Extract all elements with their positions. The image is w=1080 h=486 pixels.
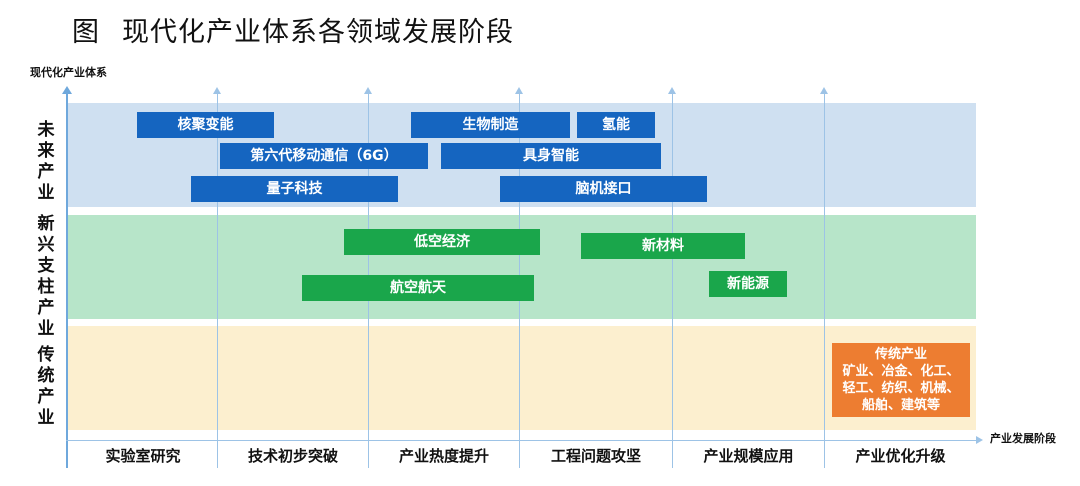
x-axis-label: 产业发展阶段: [990, 432, 1056, 445]
figure-title: 图现代化产业体系各领域发展阶段: [72, 10, 514, 49]
item-nuclear-fusion: 核聚变能: [137, 112, 274, 138]
traditional-box-line3: 船舶、建筑等: [861, 398, 940, 413]
item-bio-manufacturing: 生物制造: [411, 112, 570, 138]
item-hydrogen: 氢能: [577, 112, 655, 138]
item-aerospace: 航空航天: [302, 275, 534, 301]
stage-label-5: 产业规模应用: [703, 447, 794, 465]
stage-divider-4: [668, 87, 676, 468]
traditional-industry-box: 传统产业 矿业、冶金、化工、 轻工、纺织、机械、 船舶、建筑等: [832, 343, 970, 417]
stage-label-4: 工程问题攻坚: [550, 447, 641, 465]
item-bci: 脑机接口: [500, 176, 707, 202]
item-embodied-ai: 具身智能: [441, 143, 661, 169]
item-low-altitude: 低空经济: [344, 229, 540, 255]
figure-prefix: 图: [72, 17, 100, 48]
stage-divider-5: [820, 87, 828, 468]
traditional-box-line2: 轻工、纺织、机械、: [842, 381, 960, 396]
item-quantum: 量子科技: [191, 176, 398, 202]
item-6g: 第六代移动通信（6G）: [220, 143, 428, 169]
row-label-traditional: 传统产业: [37, 345, 55, 428]
vertical-axis: [62, 86, 72, 468]
item-new-materials: 新材料: [581, 233, 745, 259]
traditional-box-line1: 矿业、冶金、化工、: [842, 364, 960, 379]
stage-label-2: 技术初步突破: [247, 447, 338, 465]
row-label-future: 未来产业: [37, 120, 55, 203]
traditional-box-heading: 传统产业: [874, 347, 927, 362]
stage-divider-1: [213, 87, 221, 468]
row-label-emerging: 新兴支柱产业: [37, 214, 55, 339]
item-new-energy: 新能源: [709, 271, 787, 297]
horizontal-axis: [66, 436, 983, 444]
y-axis-label: 现代化产业体系: [30, 66, 107, 79]
stage-label-6: 产业优化升级: [855, 447, 946, 465]
figure-title-text: 现代化产业体系各领域发展阶段: [122, 17, 514, 48]
stage-label-1: 实验室研究: [105, 447, 181, 465]
stage-label-3: 产业热度提升: [398, 447, 489, 465]
